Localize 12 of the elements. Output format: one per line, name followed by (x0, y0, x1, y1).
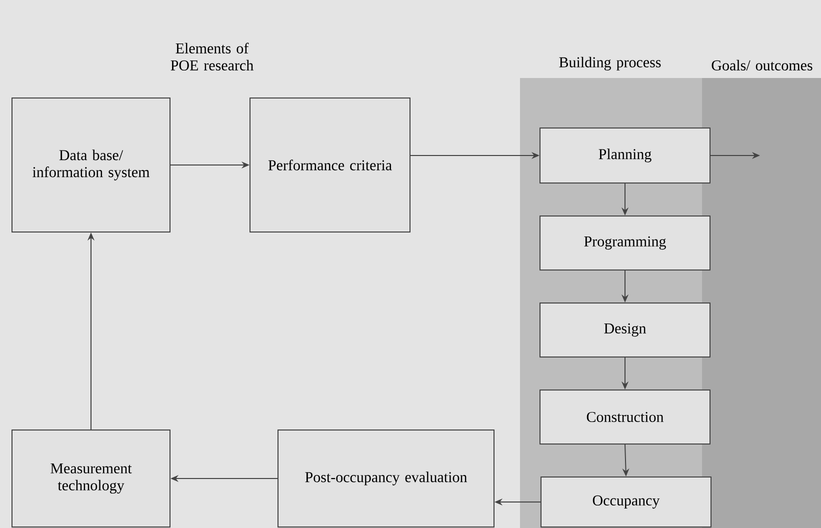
column-heading: Elements of POE research (170, 42, 254, 70)
process-box: Data base/ information system (12, 98, 170, 232)
process-box: Post-occupancy evaluation (278, 430, 494, 528)
column-heading: Building process (559, 56, 661, 70)
process-box: Design (540, 302, 710, 358)
column-heading: Goals/ outcomes (712, 60, 812, 70)
process-box: Planning (540, 128, 710, 184)
process-box: Occupancy (540, 476, 712, 528)
process-box: Programming (540, 216, 710, 270)
process-box: Measurement technology (12, 430, 170, 528)
process-box: Performance criteria (250, 98, 410, 232)
process-box: Construction (540, 390, 710, 444)
